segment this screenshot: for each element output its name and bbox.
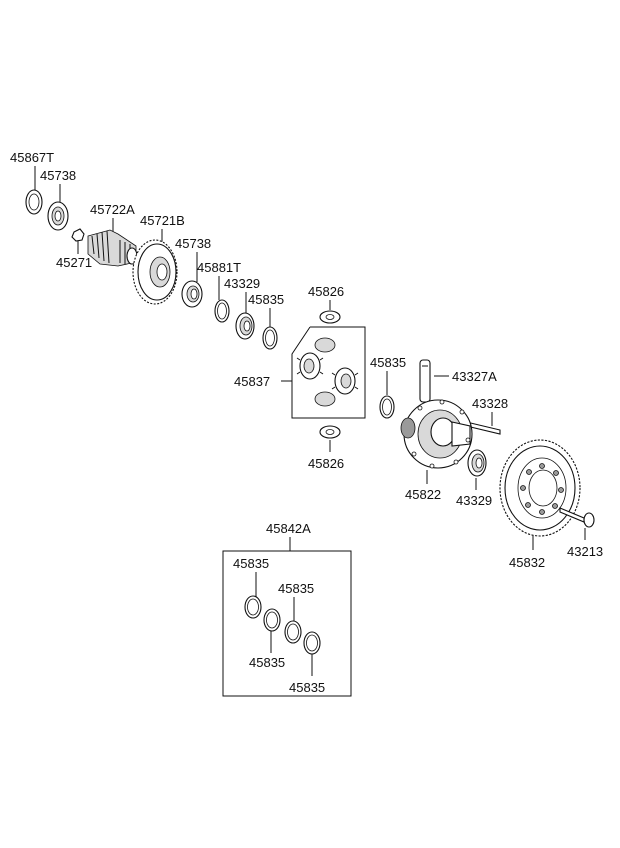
shim-45881T xyxy=(214,299,230,323)
label-45738-mid: 45738 xyxy=(175,236,211,251)
label-45835-kit-3: 45835 xyxy=(249,655,285,670)
label-45835-right-of-bearing: 45835 xyxy=(248,292,284,307)
ring-gear-45832 xyxy=(499,439,581,537)
label-45722A: 45722A xyxy=(90,202,135,217)
shim-45835-b xyxy=(379,395,395,419)
label-43213: 43213 xyxy=(567,544,603,559)
bracket-45837 xyxy=(291,326,366,419)
kit-shim-1 xyxy=(244,595,262,619)
label-43328: 43328 xyxy=(472,396,508,411)
label-45837: 45837 xyxy=(234,374,270,389)
kit-shim-3 xyxy=(284,620,302,644)
label-45822: 45822 xyxy=(405,487,441,502)
washer-45826-bottom xyxy=(319,425,341,439)
label-45881T: 45881T xyxy=(197,260,241,275)
pinion-shaft-45722A xyxy=(87,229,138,267)
label-45867T-top: 45867T xyxy=(10,150,54,165)
kit-shim-2 xyxy=(263,608,281,632)
pin-43327A xyxy=(419,359,431,403)
gear-45721B xyxy=(132,239,178,305)
bearing-43329-left xyxy=(235,312,255,340)
kit-shim-4 xyxy=(303,631,321,655)
bearing-45738-mid xyxy=(181,280,203,308)
spider-gears-45837 xyxy=(296,337,359,407)
label-45826-bottom: 45826 xyxy=(308,456,344,471)
washer-45826-top xyxy=(319,310,341,324)
kit-box-45842A xyxy=(222,550,352,697)
bearing-45738-top xyxy=(47,201,69,231)
shim-45867T xyxy=(25,189,43,215)
label-43329-left: 43329 xyxy=(224,276,260,291)
label-43327A: 43327A xyxy=(452,369,497,384)
bolt-43213 xyxy=(559,507,595,528)
ball-45271 xyxy=(71,228,85,242)
leader-lines xyxy=(34,166,586,676)
label-45832: 45832 xyxy=(509,555,545,570)
label-45826-top: 45826 xyxy=(308,284,344,299)
shim-45835-a xyxy=(262,326,278,350)
label-45835-kit-1: 45835 xyxy=(233,556,269,571)
label-45738-top: 45738 xyxy=(40,168,76,183)
label-45842A: 45842A xyxy=(266,521,311,536)
label-45721B: 45721B xyxy=(140,213,185,228)
label-45835-kit-2: 45835 xyxy=(278,581,314,596)
label-45835-kit-4: 45835 xyxy=(289,680,325,695)
label-43329-right: 43329 xyxy=(456,493,492,508)
label-45835-case-left: 45835 xyxy=(370,355,406,370)
label-45271: 45271 xyxy=(56,255,92,270)
diff-case-45822 xyxy=(400,399,473,469)
bearing-43329-right xyxy=(467,449,487,477)
